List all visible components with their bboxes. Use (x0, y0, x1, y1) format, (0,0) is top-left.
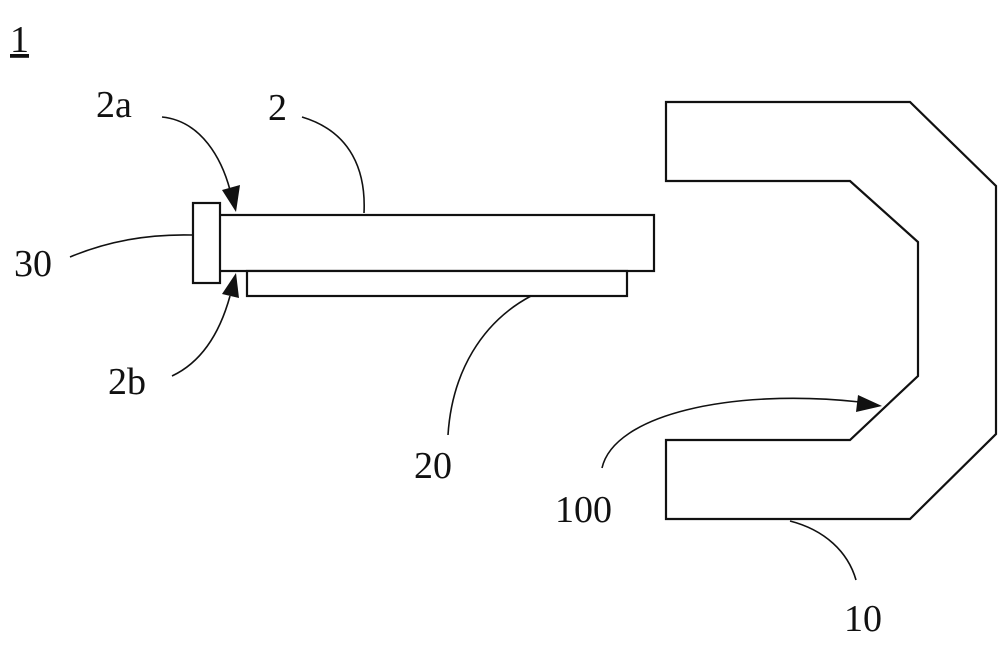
arrow-lower-surface (222, 273, 239, 298)
leader-support-plate (301, 116, 365, 214)
label-clamp-opening: 100 (555, 489, 612, 531)
label-end-cap: 30 (14, 243, 52, 285)
arrow-clamp-opening (856, 395, 882, 412)
label-lower-surface: 2b (108, 361, 146, 403)
bottom-layer (245, 269, 629, 298)
label-upper-surface: 2a (96, 84, 132, 126)
support-plate (216, 213, 656, 273)
label-clamp: 10 (844, 598, 882, 640)
leader-clamp (789, 520, 857, 581)
end-cap (191, 201, 222, 285)
c-clamp (664, 100, 998, 521)
figure-number: 1 (10, 19, 29, 61)
arrow-upper-surface (222, 185, 240, 212)
label-support-plate: 2 (268, 87, 287, 129)
leader-bottom-layer (447, 295, 532, 436)
leader-upper-surface (161, 116, 231, 191)
leader-end-cap (69, 234, 193, 258)
label-bottom-layer: 20 (414, 445, 452, 487)
leader-lower-surface (171, 295, 231, 377)
leader-clamp-opening (601, 397, 861, 469)
